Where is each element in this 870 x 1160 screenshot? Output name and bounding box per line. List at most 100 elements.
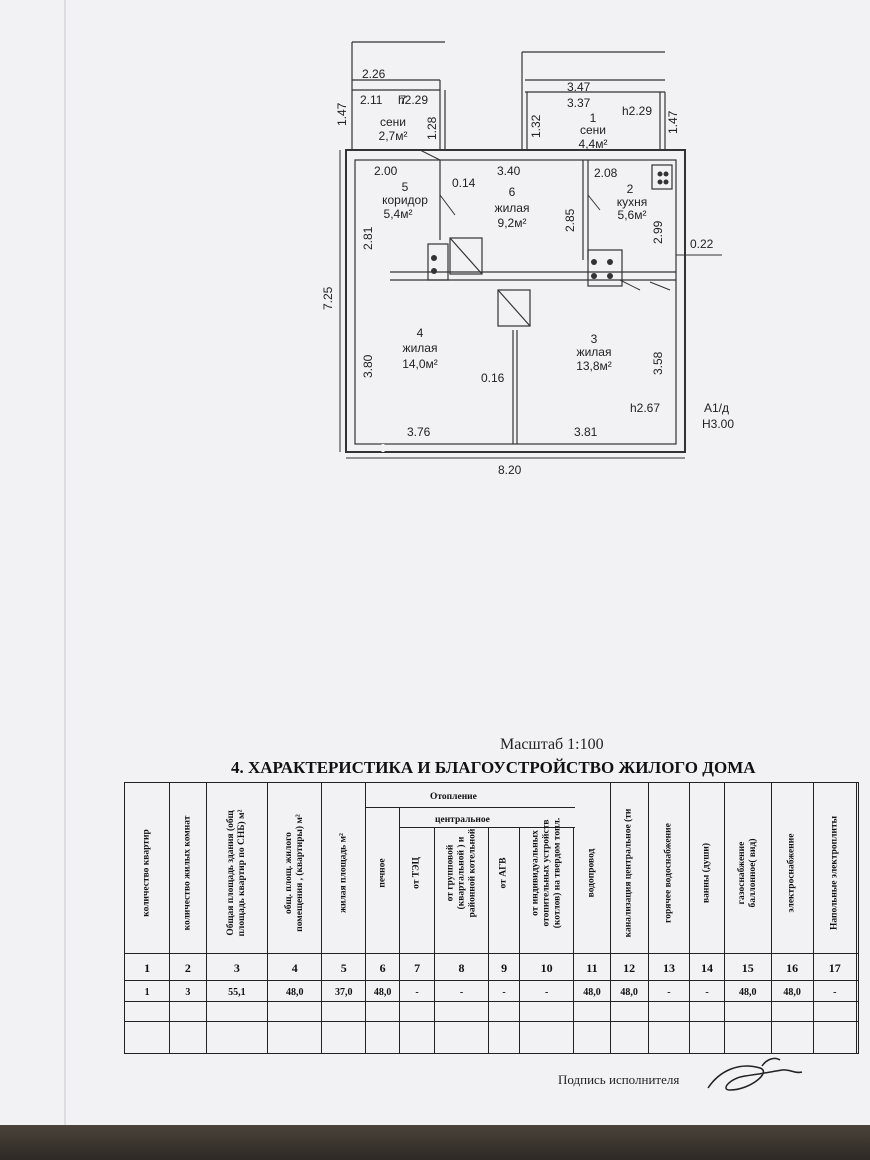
- heating-group-label: Отопление: [430, 792, 477, 802]
- column-number: 3: [233, 961, 240, 975]
- column-number: 6: [379, 961, 386, 975]
- dim-2-00: 2.00: [374, 164, 398, 178]
- column-header: от индивидуальных отопительных устройств…: [530, 817, 563, 929]
- column-header: от АГВ: [498, 857, 509, 889]
- column-number: 5: [340, 961, 347, 975]
- dim-2-26: 2.26: [362, 67, 386, 81]
- table-cell: 48,0: [783, 987, 801, 998]
- table-column: общ. площ. жилого помещения , (квартиры)…: [268, 783, 323, 1053]
- label-h3-00: Н3.00: [702, 417, 734, 431]
- table-column: газоснабжение баллонное( вид) 15 48,0: [725, 783, 772, 1053]
- column-header: электроснабжение: [786, 833, 797, 913]
- room-3-area: 13,8м²: [576, 359, 612, 373]
- column-number: 12: [623, 961, 636, 975]
- column-number: 1: [144, 961, 151, 975]
- column-header: количество жилых комнат: [182, 815, 193, 931]
- room-6-num: 6: [509, 185, 516, 199]
- table-cell: -: [459, 987, 464, 998]
- table-column: жилая площадь м² 5 37,0: [322, 783, 366, 1053]
- dim-3-80: 3.80: [361, 354, 375, 378]
- room-6-name: жилая: [495, 201, 530, 215]
- table-rule: [125, 1021, 858, 1022]
- column-header: жилая площадь м²: [338, 833, 349, 913]
- table-column: Общая площадь здания (общ площадь кварти…: [207, 783, 269, 1053]
- column-header: от групповой (квартальной ) и районной к…: [445, 828, 477, 918]
- room-6-area: 9,2м²: [498, 216, 527, 230]
- table-cell: 48,0: [286, 987, 304, 998]
- table-cell: -: [705, 987, 709, 998]
- room-5-num: 5: [402, 180, 409, 194]
- table-cell: 1: [144, 987, 150, 998]
- room-7-name: сени: [380, 115, 406, 129]
- table-cell: -: [544, 987, 549, 998]
- room-1-area: 4,4м²: [579, 137, 608, 151]
- column-header: от ТЭЦ: [411, 857, 422, 889]
- column-number: 7: [414, 961, 421, 975]
- room-2-area: 5,6м²: [618, 208, 647, 222]
- column-number: 10: [540, 961, 553, 975]
- room-2-num: 2: [627, 182, 634, 196]
- column-number: 17: [828, 961, 841, 975]
- table-column: от индивидуальных отопительных устройств…: [520, 818, 575, 1053]
- table-rule: [400, 827, 576, 828]
- dim-2-81: 2.81: [361, 226, 375, 250]
- dim-1-47-left: 1.47: [335, 102, 349, 126]
- room-4-num: 4: [417, 326, 424, 340]
- dim-1-32: 1.32: [529, 114, 543, 138]
- column-header: общ. площ. жилого помещения , (квартиры)…: [283, 814, 305, 932]
- scale-label: Масштаб 1:100: [500, 736, 604, 753]
- room-3-num: 3: [591, 332, 598, 346]
- room-3-name: жилая: [577, 345, 612, 359]
- dim-3-81: 3.81: [574, 425, 598, 439]
- room-1-num: 1: [590, 111, 597, 125]
- column-number: 15: [741, 961, 754, 975]
- dim-h2-29-left: h2.29: [398, 93, 428, 107]
- column-header: Напольные электроплиты: [829, 815, 840, 931]
- column-header: количество квартир: [141, 829, 152, 917]
- room-2-name: кухня: [617, 195, 648, 209]
- column-number: 4: [291, 961, 298, 975]
- floor-plan: 7 сени 2,7м² 1 сени 4,4м² 5 коридор 5,4м…: [321, 41, 734, 477]
- dim-0-14: 0.14: [452, 176, 476, 190]
- table-rule: [365, 807, 576, 808]
- section-heading: 4. ХАРАКТЕРИСТИКА И БЛАГОУСТРОЙСТВО ЖИЛО…: [231, 758, 756, 777]
- dim-3-47: 3.47: [567, 80, 591, 94]
- table-cell: -: [667, 987, 671, 998]
- table-surface: [0, 1125, 870, 1160]
- table-column: от ТЭЦ 7 -: [400, 827, 435, 1053]
- table-cell: -: [415, 987, 419, 998]
- dim-h2-29-right: h2.29: [622, 104, 652, 118]
- room-5-area: 5,4м²: [384, 207, 413, 221]
- column-number: 13: [662, 961, 675, 975]
- column-header: печное: [377, 858, 388, 888]
- table-cell: 37,0: [334, 987, 353, 998]
- table-cell: 48,0: [620, 987, 638, 998]
- column-header: водопровод: [586, 848, 597, 898]
- table-cell: 48,0: [373, 987, 392, 998]
- dim-7-25: 7.25: [321, 286, 335, 310]
- table-column: от групповой (квартальной ) и районной к…: [435, 827, 490, 1053]
- dim-3-58: 3.58: [651, 351, 665, 375]
- table-column: ванны (души)14-: [690, 783, 725, 1053]
- table-column: количество квартир 1 1: [125, 783, 171, 1053]
- table-rule: [125, 1001, 858, 1002]
- column-header: ванны (души): [701, 843, 712, 903]
- dim-2-85: 2.85: [563, 208, 577, 232]
- table-cell: 48,0: [583, 987, 601, 998]
- room-1-name: сени: [580, 123, 606, 137]
- page-fold: [64, 0, 66, 1125]
- table-rule: [125, 980, 858, 981]
- signature-label: Подпись исполнителя: [558, 1072, 680, 1087]
- column-header: газоснабжение баллонное( вид): [736, 838, 758, 908]
- table-column: печное 6 48,0: [366, 807, 401, 1053]
- room-4-name: жилая: [403, 341, 438, 355]
- column-number: 2: [184, 961, 191, 975]
- table-cell: 48,0: [739, 987, 757, 998]
- column-header: канализация центральное (ти: [623, 808, 634, 938]
- dim-2-08: 2.08: [594, 166, 618, 180]
- label-a1d: А1/д: [704, 401, 729, 415]
- dim-3-76: 3.76: [407, 425, 431, 439]
- table-cell: -: [833, 987, 837, 998]
